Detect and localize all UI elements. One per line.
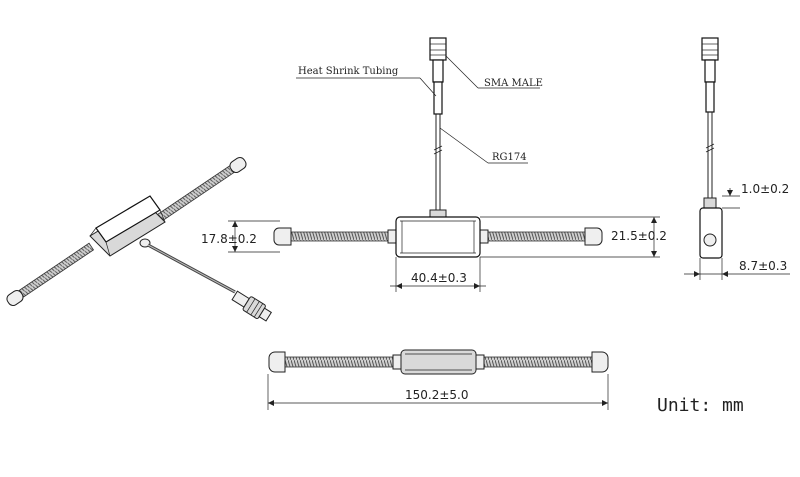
iso-sma-connector bbox=[231, 290, 272, 322]
dim-side-top: 1.0±0.2 bbox=[722, 182, 789, 209]
isometric-view bbox=[6, 156, 272, 322]
dim-total-length: 150.2±5.0 bbox=[267, 374, 609, 410]
dim-body-width-text: 40.4±0.3 bbox=[411, 271, 467, 285]
iso-upper-arm bbox=[153, 156, 247, 224]
sma-male-label: SMA MALE bbox=[484, 78, 543, 89]
dim-side-width-text: 8.7±0.3 bbox=[739, 259, 787, 273]
dim-left-height-text: 17.8±0.2 bbox=[201, 232, 257, 246]
front-sma-connector bbox=[429, 37, 447, 83]
iso-body bbox=[89, 195, 166, 257]
top-left-coil bbox=[282, 356, 394, 368]
front-body bbox=[395, 216, 481, 258]
dim-body-width: 40.4±0.3 bbox=[390, 257, 486, 292]
front-view: Heat Shrink Tubing SMA MALE RG174 17.8±0… bbox=[201, 37, 667, 292]
top-right-coil bbox=[483, 356, 595, 368]
dim-right-height: 21.5±0.2 bbox=[480, 216, 667, 258]
heat-shrink-label: Heat Shrink Tubing bbox=[298, 66, 399, 77]
top-body bbox=[400, 349, 477, 375]
side-view: 1.0±0.2 8.7±0.3 bbox=[684, 37, 790, 280]
side-sma-connector bbox=[701, 37, 719, 83]
front-heat-shrink bbox=[433, 81, 443, 115]
dim-total-length-text: 150.2±5.0 bbox=[405, 388, 469, 402]
iso-lower-arm bbox=[6, 242, 95, 307]
dim-right-height-text: 21.5±0.2 bbox=[611, 229, 667, 243]
dim-side-width: 8.7±0.3 bbox=[684, 258, 790, 280]
rg174-label: RG174 bbox=[492, 152, 527, 163]
unit-label: Unit: mm bbox=[657, 395, 744, 416]
top-view: 150.2±5.0 bbox=[267, 349, 609, 410]
front-left-coil bbox=[289, 231, 389, 242]
side-body bbox=[699, 207, 723, 259]
dim-left-height: 17.8±0.2 bbox=[201, 220, 280, 253]
dim-side-top-text: 1.0±0.2 bbox=[741, 182, 789, 196]
front-right-coil bbox=[486, 231, 586, 242]
